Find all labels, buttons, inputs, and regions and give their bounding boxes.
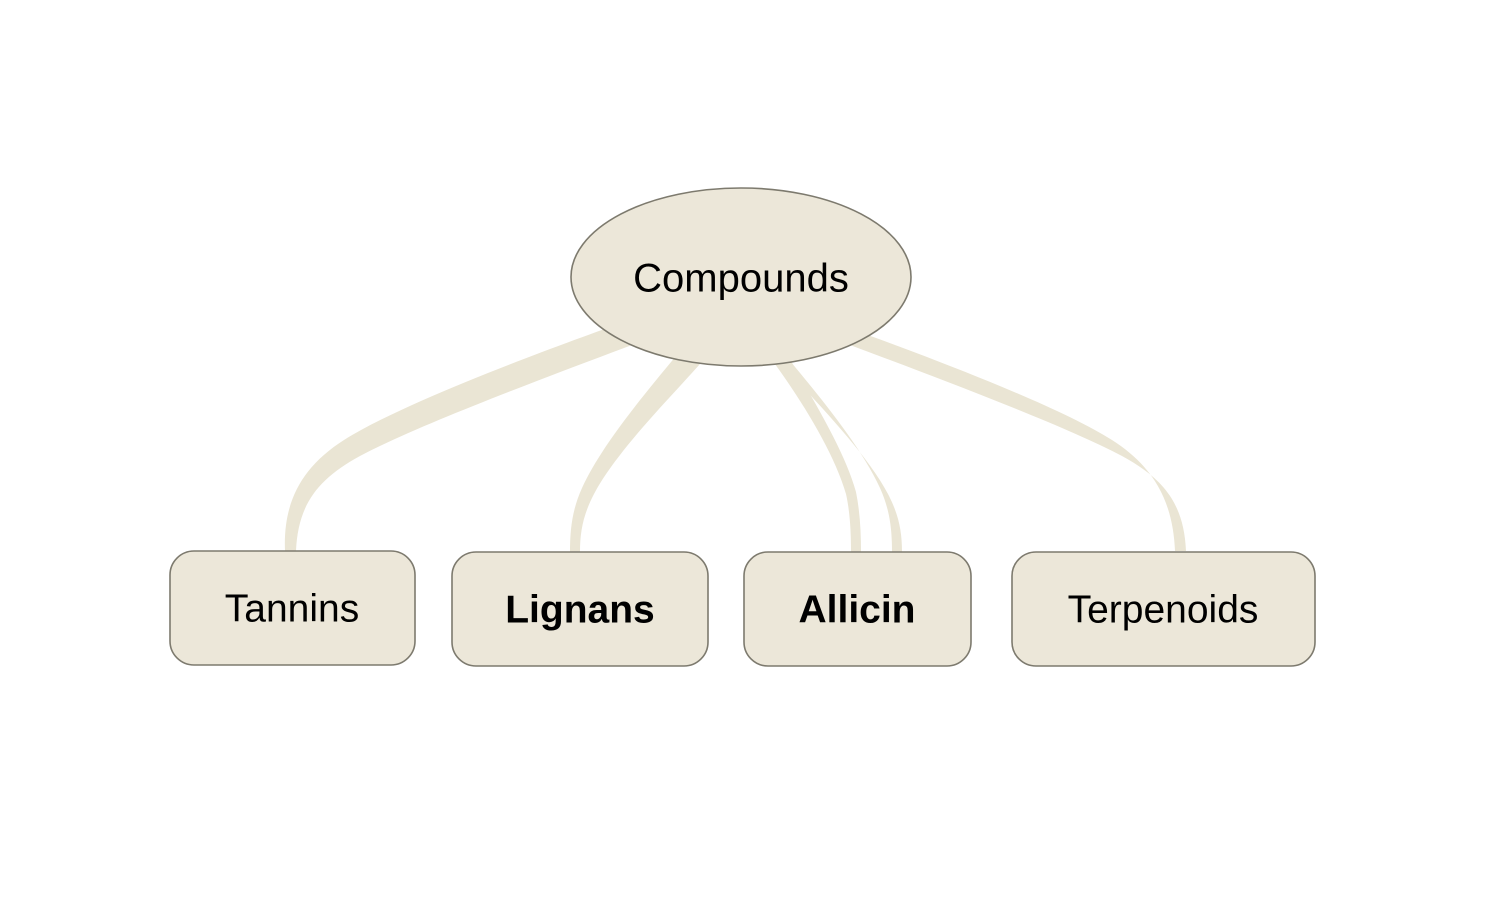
node-tannins[interactable]: Tannins — [169, 550, 416, 666]
node-tannins-label: Tannins — [225, 587, 359, 630]
node-allicin-label: Allicin — [798, 588, 915, 631]
node-lignans[interactable]: Lignans — [451, 551, 709, 667]
edge-layer — [284, 320, 1186, 552]
edge-compounds-allicin-shaped — [772, 352, 861, 552]
node-compounds-ellipse[interactable] — [570, 187, 912, 367]
node-layer: Compounds Tannins Lignans Allicin Terpen… — [169, 187, 1316, 667]
edge-compounds-terpenoids — [826, 320, 1186, 551]
node-compounds-label: Compounds — [633, 257, 849, 301]
edge-compounds-lignans — [570, 356, 700, 552]
node-terpenoids-label: Terpenoids — [1068, 588, 1259, 631]
node-allicin-rect[interactable] — [743, 551, 972, 667]
edge-compounds-tannins — [284, 320, 648, 551]
node-lignans-rect[interactable] — [451, 551, 709, 667]
node-terpenoids[interactable]: Terpenoids — [1011, 551, 1316, 667]
node-allicin[interactable]: Allicin — [743, 551, 972, 667]
node-terpenoids-rect[interactable] — [1011, 551, 1316, 667]
node-compounds[interactable]: Compounds — [570, 187, 912, 367]
node-lignans-label: Lignans — [505, 588, 655, 631]
node-tannins-rect[interactable] — [169, 550, 416, 666]
